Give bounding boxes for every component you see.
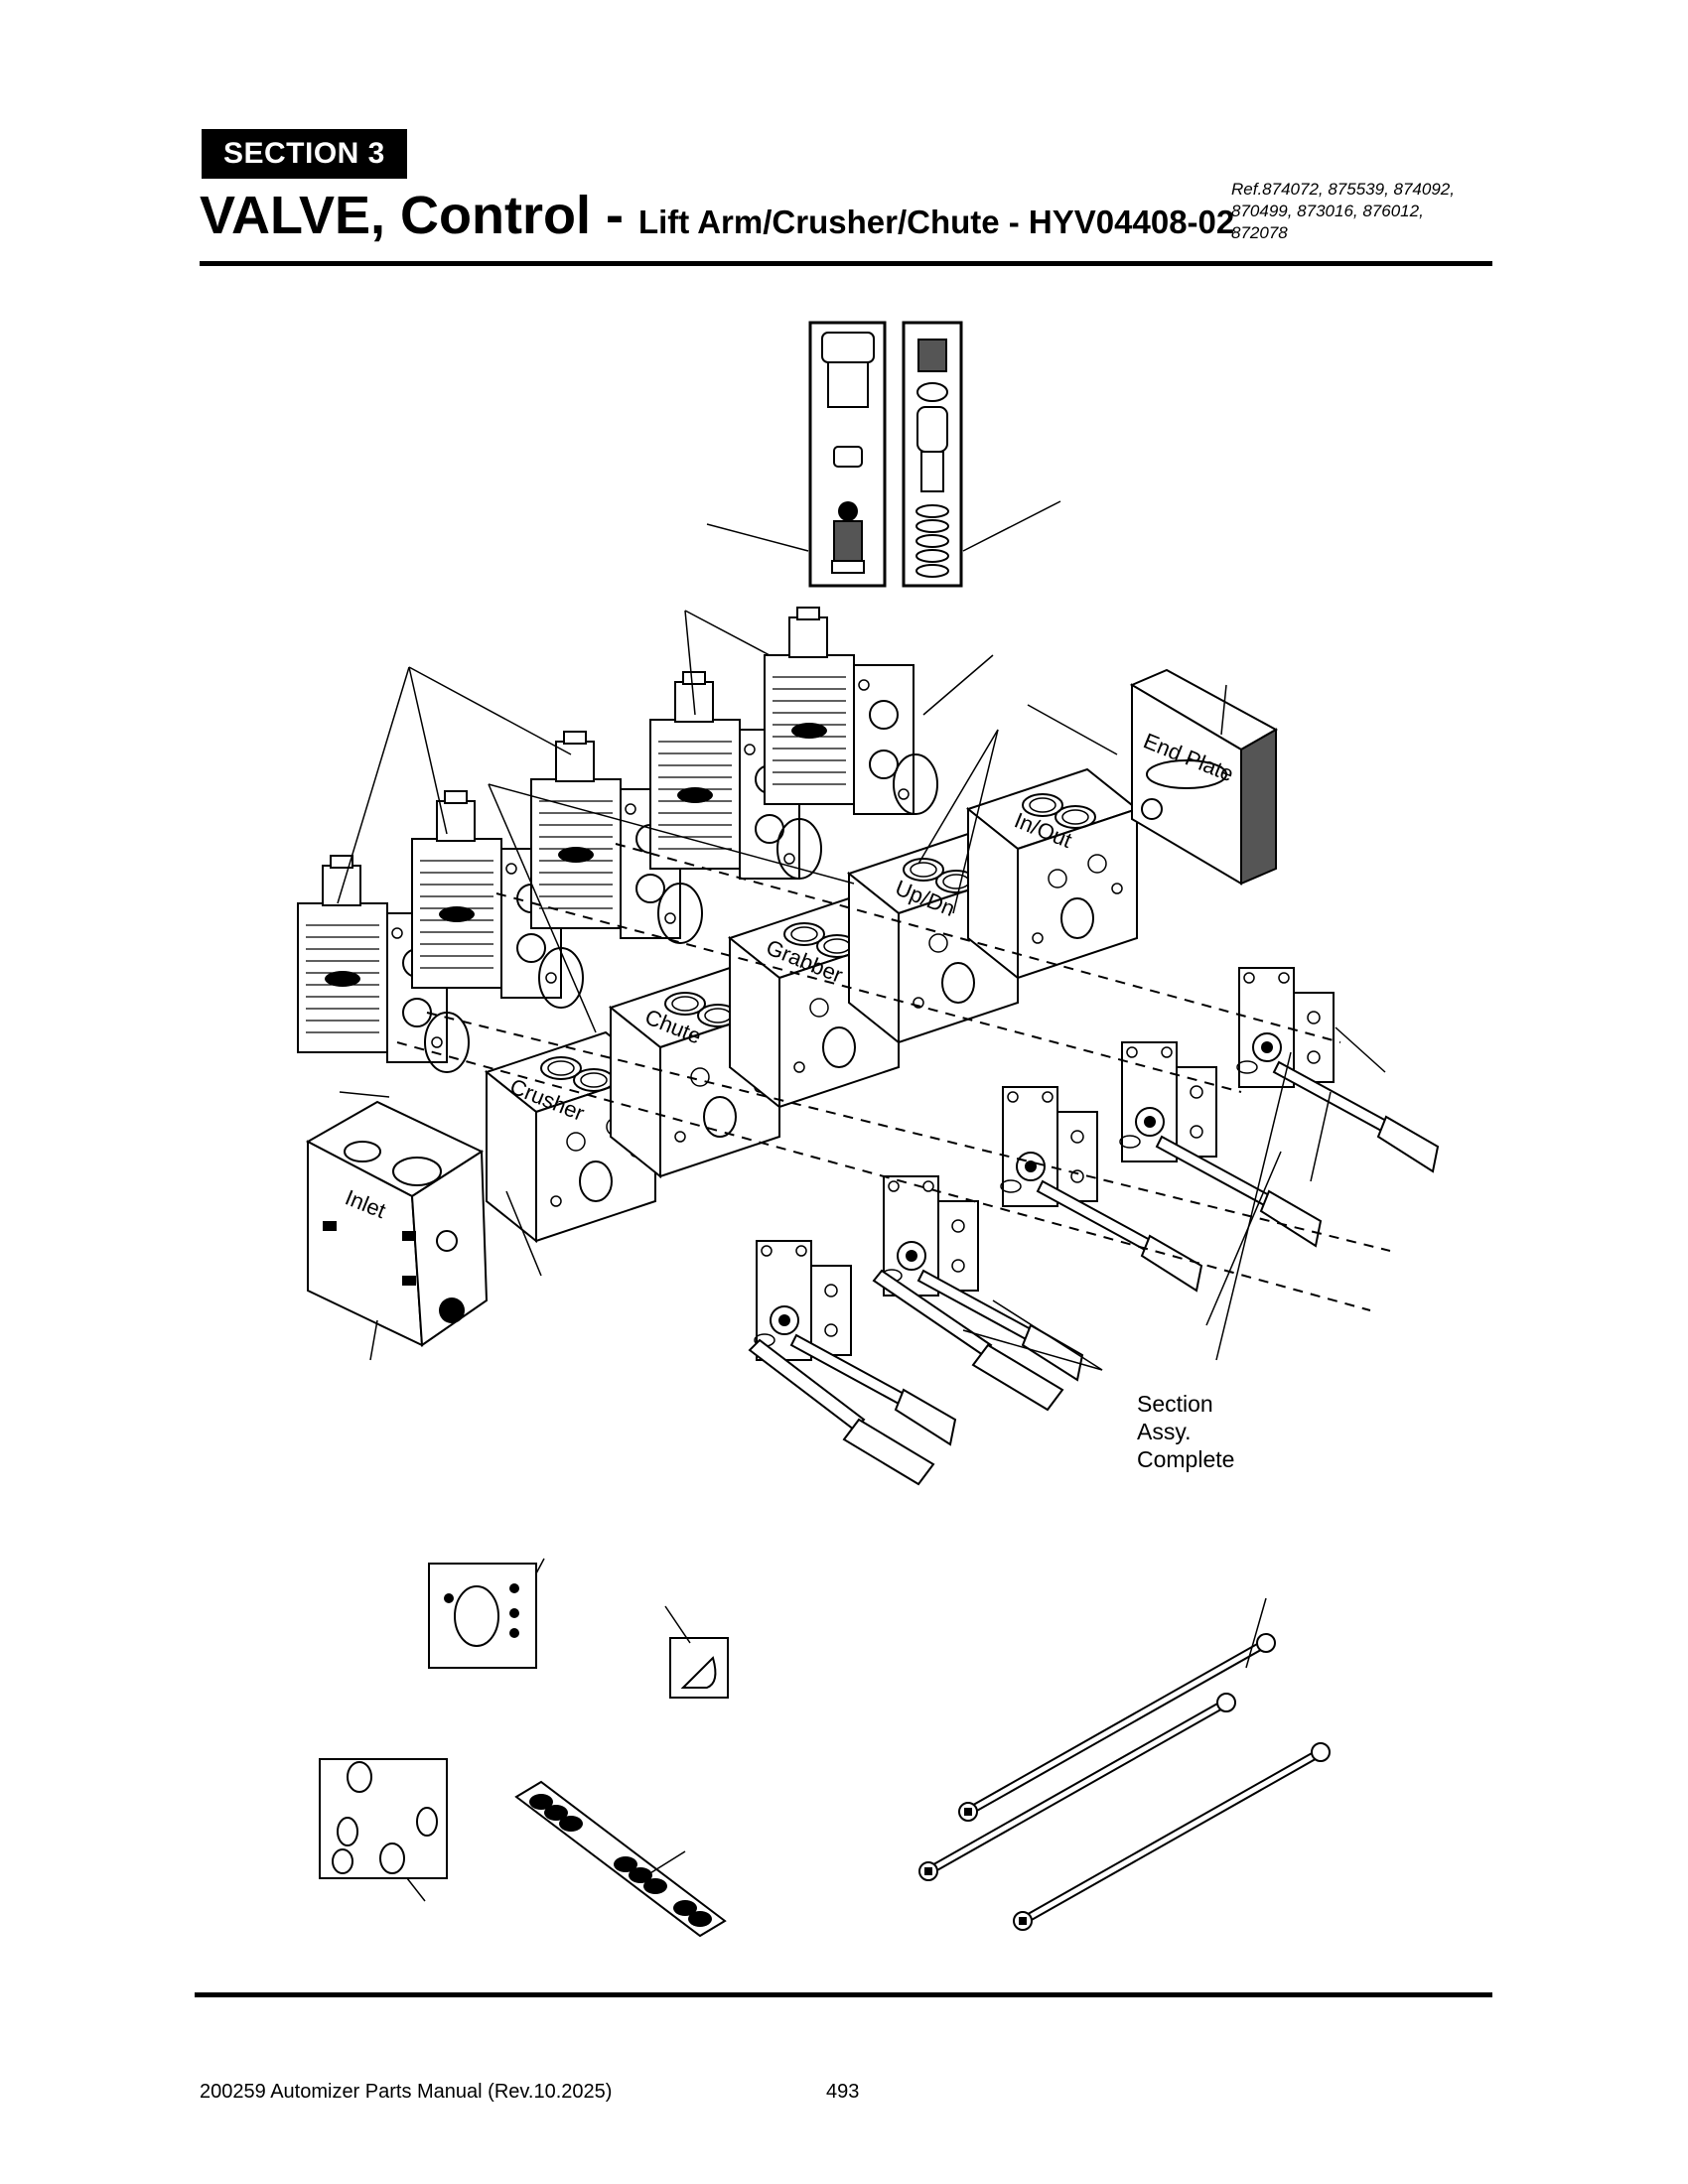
callout-line-3: Complete [1137, 1446, 1235, 1472]
seal-kit-inset [428, 1558, 545, 1669]
reference-numbers: Ref.874072, 875539, 874092, 870499, 8730… [1231, 179, 1529, 244]
footer-manual-title: 200259 Automizer Parts Manual (Rev.10.20… [200, 2081, 613, 2103]
tie-rods [919, 1597, 1330, 1930]
section-tag: SECTION 3 [202, 129, 407, 179]
title-main: VALVE, Control - [200, 186, 638, 245]
alignment-lines [396, 843, 1391, 1311]
callout-line-2: Assy. [1137, 1419, 1192, 1444]
title-sub: Lift Arm/Crusher/Chute - HYV04408-02 [637, 204, 1235, 240]
gasket-inset [319, 1758, 448, 1902]
cartridge-inset-right [902, 321, 963, 588]
section-assembly-callout: Section Assy. Complete [1137, 1390, 1234, 1473]
callout-line-1: Section [1137, 1391, 1213, 1417]
inlet-block [305, 1100, 489, 1347]
footer-page-number: 493 [826, 2081, 860, 2103]
leader-lines [337, 610, 1386, 1371]
ref-line-2: 870499, 873016, 876012, [1231, 202, 1424, 220]
top-rule [200, 261, 1492, 266]
lever-arms [748, 1269, 1064, 1486]
plug-inset [664, 1605, 729, 1699]
ref-line-1: Ref.874072, 875539, 874092, [1231, 180, 1455, 199]
ref-line-3: 872078 [1231, 223, 1288, 242]
o-ring-gaskets [424, 753, 938, 1073]
spool-part [514, 1780, 727, 1938]
end-plate [1129, 668, 1279, 886]
page-title: VALVE, Control - Lift Arm/Crusher/Chute … [200, 185, 1234, 246]
bottom-rule [195, 1992, 1492, 1997]
cartridge-inset-left [808, 321, 887, 588]
